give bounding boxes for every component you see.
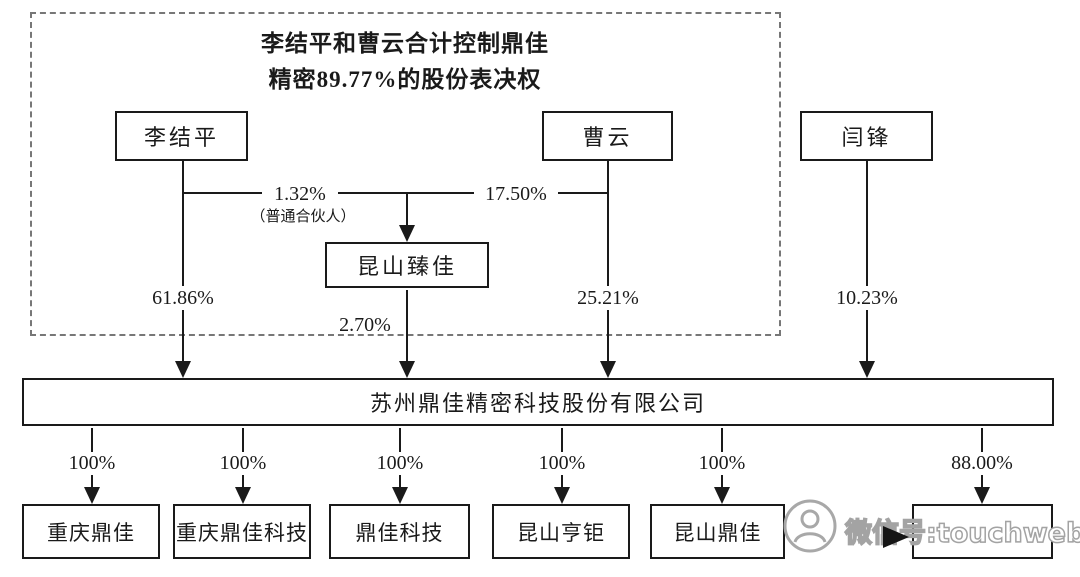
pct-partnership: 2.70%: [339, 314, 391, 336]
arrowhead-into-partnership: [399, 225, 415, 242]
partnership-name: 昆山臻佳: [356, 254, 457, 279]
line-cao-to-company: [607, 161, 609, 361]
pct-sub2: 100%: [219, 452, 267, 474]
person-box-li-jieping: 李结平: [115, 111, 248, 161]
line-company-to-sub2: [242, 428, 244, 452]
arrowhead-yan-to-company: [859, 361, 875, 378]
arrowhead-sub5: [714, 487, 730, 504]
pct-sub4: 100%: [538, 452, 586, 474]
subsidiary-name: 重庆鼎佳: [47, 520, 135, 545]
control-note: 李结平和曹云合计控制鼎佳 精密89.77%的股份表决权: [155, 26, 655, 97]
person-box-cao-yun: 曹云: [542, 111, 673, 161]
person-box-yan-feng: 闫锋: [800, 111, 933, 161]
pct-sub3: 100%: [376, 452, 424, 474]
line-company-to-sub1: [91, 428, 93, 452]
pct-cao: 25.21%: [558, 286, 658, 310]
subsidiary-box-6-obscured: [912, 504, 1053, 559]
arrowhead-sub2: [235, 487, 251, 504]
stem-sub5: [721, 475, 723, 489]
person-name: 闫锋: [841, 125, 892, 150]
control-group-dashed-box: [30, 12, 781, 336]
arrowhead-sub4: [554, 487, 570, 504]
line-company-to-sub3: [399, 428, 401, 452]
arrowhead-partnership-to-company: [399, 361, 415, 378]
stem-sub4: [561, 475, 563, 489]
line-into-partnership: [406, 194, 408, 226]
person-name: 李结平: [143, 125, 219, 150]
line-partnership-to-company: [406, 290, 408, 361]
line-company-to-sub6: [981, 428, 983, 452]
stem-sub3: [399, 475, 401, 489]
watermark-right-arrow: [883, 526, 909, 548]
pct-gp: 1.32%: [262, 182, 338, 206]
partnership-box-kunshan-zhenjia: 昆山臻佳: [325, 242, 489, 288]
pct-yan: 10.23%: [817, 286, 917, 310]
subsidiary-name: 鼎佳科技: [355, 520, 444, 545]
arrowhead-sub6: [974, 487, 990, 504]
line-partners-horizontal: [183, 192, 609, 194]
pct-lp: 17.50%: [474, 182, 558, 206]
line-company-to-sub5: [721, 428, 723, 452]
pct-sub6: 88.00%: [951, 452, 1013, 474]
line-yan-to-company: [866, 161, 868, 361]
subsidiary-name: 重庆鼎佳科技: [176, 520, 308, 545]
subsidiary-box-3: 鼎佳科技: [329, 504, 470, 559]
subsidiary-box-2: 重庆鼎佳科技: [173, 504, 311, 559]
stem-sub1: [91, 475, 93, 489]
gp-role-label: （普通合伙人）: [250, 209, 356, 225]
company-name: 苏州鼎佳精密科技股份有限公司: [369, 391, 706, 416]
arrowhead-cao-to-company: [600, 361, 616, 378]
watermark-text: 微信号:touchweb: [844, 517, 1080, 550]
subsidiary-box-4: 昆山亨钜: [492, 504, 630, 559]
arrowhead-sub3: [392, 487, 408, 504]
stem-sub2: [242, 475, 244, 489]
pct-li: 61.86%: [133, 286, 233, 310]
subsidiary-name: 昆山亨钜: [517, 520, 605, 545]
arrowhead-li-to-company: [175, 361, 191, 378]
company-box: 苏州鼎佳精密科技股份有限公司: [22, 378, 1054, 426]
subsidiary-name: 昆山鼎佳: [673, 520, 762, 545]
stem-sub6: [981, 475, 983, 489]
pct-sub5: 100%: [698, 452, 746, 474]
subsidiary-box-5: 昆山鼎佳: [650, 504, 785, 559]
control-note-line1: 李结平和曹云合计控制鼎佳: [261, 31, 549, 56]
line-li-to-company: [182, 161, 184, 361]
subsidiary-box-1: 重庆鼎佳: [22, 504, 160, 559]
control-note-line2: 精密89.77%的股份表决权: [268, 66, 542, 92]
arrowhead-sub1: [84, 487, 100, 504]
contact-person-icon: [782, 498, 838, 554]
pct-sub1: 100%: [68, 452, 116, 474]
person-name: 曹云: [582, 125, 633, 150]
line-company-to-sub4: [561, 428, 563, 452]
